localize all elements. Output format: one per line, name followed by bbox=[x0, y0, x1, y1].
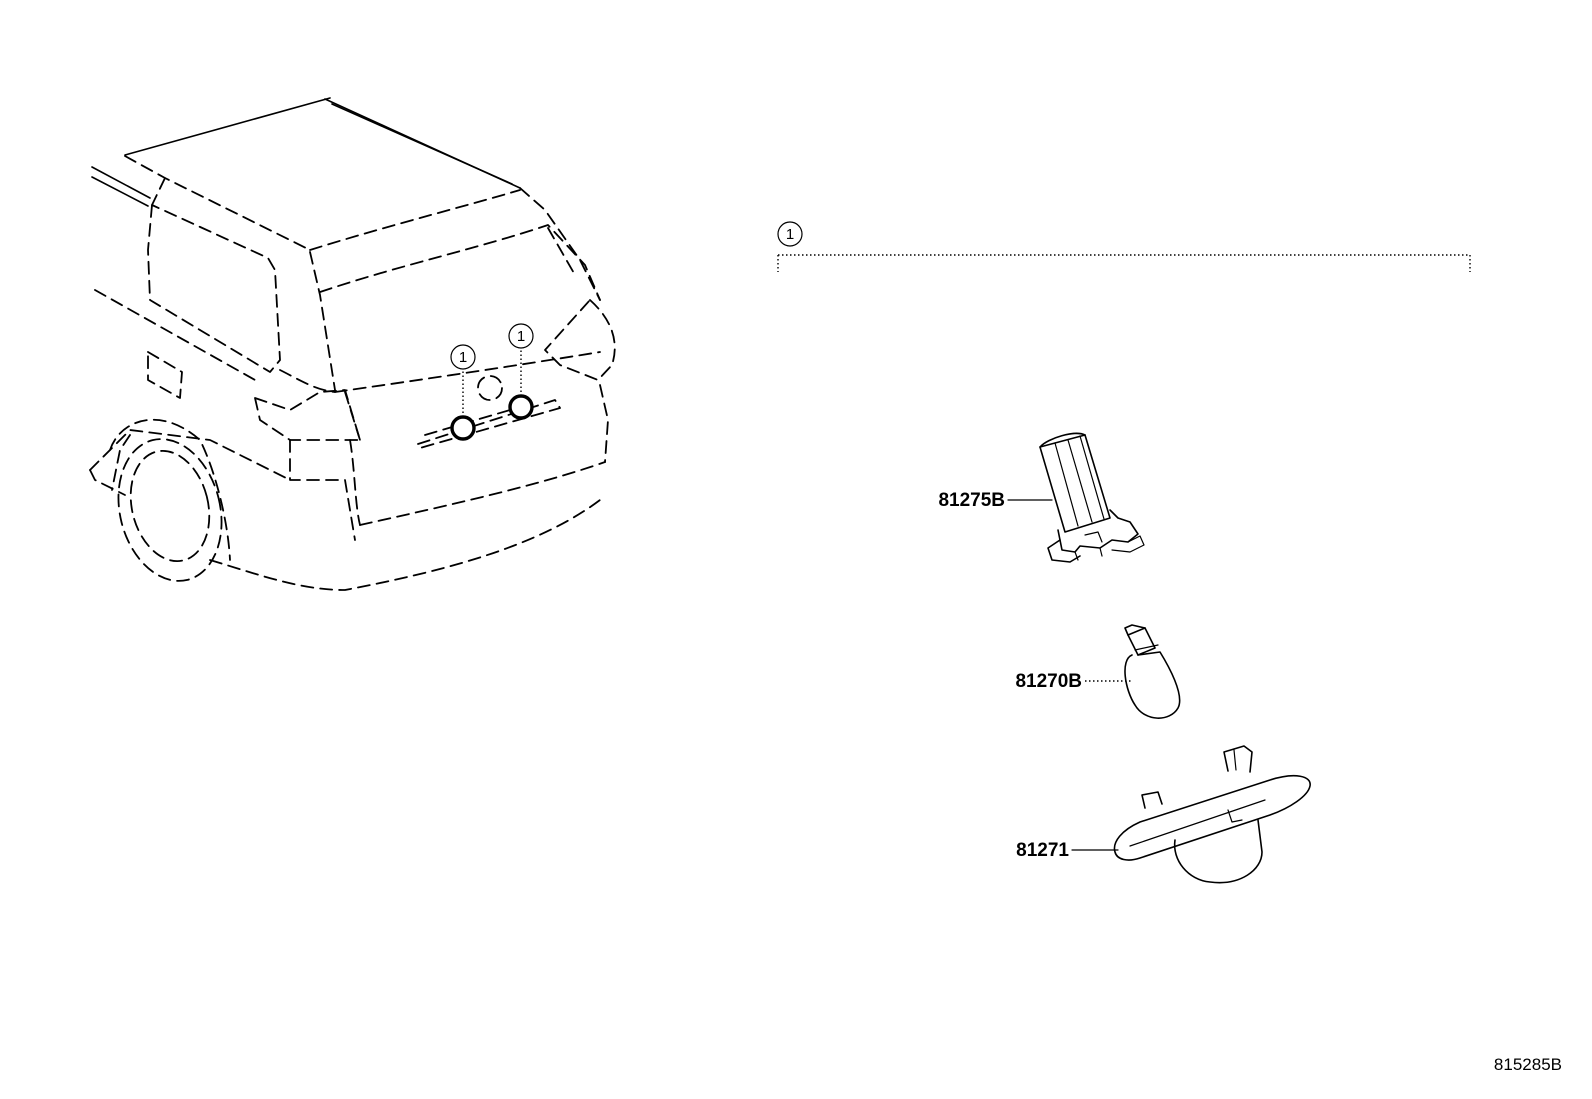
part-label-81271: 81271 bbox=[1016, 840, 1119, 861]
socket-part-drawing bbox=[1039, 432, 1145, 563]
part-label-81270B: 81270B bbox=[1015, 671, 1132, 692]
callout-number-right: 1 bbox=[517, 328, 525, 345]
lamp-marker-right: 1 bbox=[508, 323, 534, 420]
lens-part-drawing bbox=[1113, 745, 1311, 884]
diagram-code: 815285B bbox=[1494, 1055, 1562, 1074]
lamp-marker-left: 1 bbox=[450, 344, 476, 441]
callout-number-left: 1 bbox=[459, 349, 467, 366]
part-number-81270B: 81270B bbox=[1015, 671, 1082, 692]
part-number-81271: 81271 bbox=[1016, 840, 1069, 861]
part-label-81275B: 81275B bbox=[938, 490, 1053, 511]
vehicle-illustration bbox=[89, 97, 616, 591]
assembly-bracket: 1 bbox=[777, 221, 1471, 272]
part-number-81275B: 81275B bbox=[938, 490, 1005, 511]
bulb-part-drawing bbox=[1124, 624, 1181, 719]
assembly-callout-number: 1 bbox=[786, 226, 794, 243]
